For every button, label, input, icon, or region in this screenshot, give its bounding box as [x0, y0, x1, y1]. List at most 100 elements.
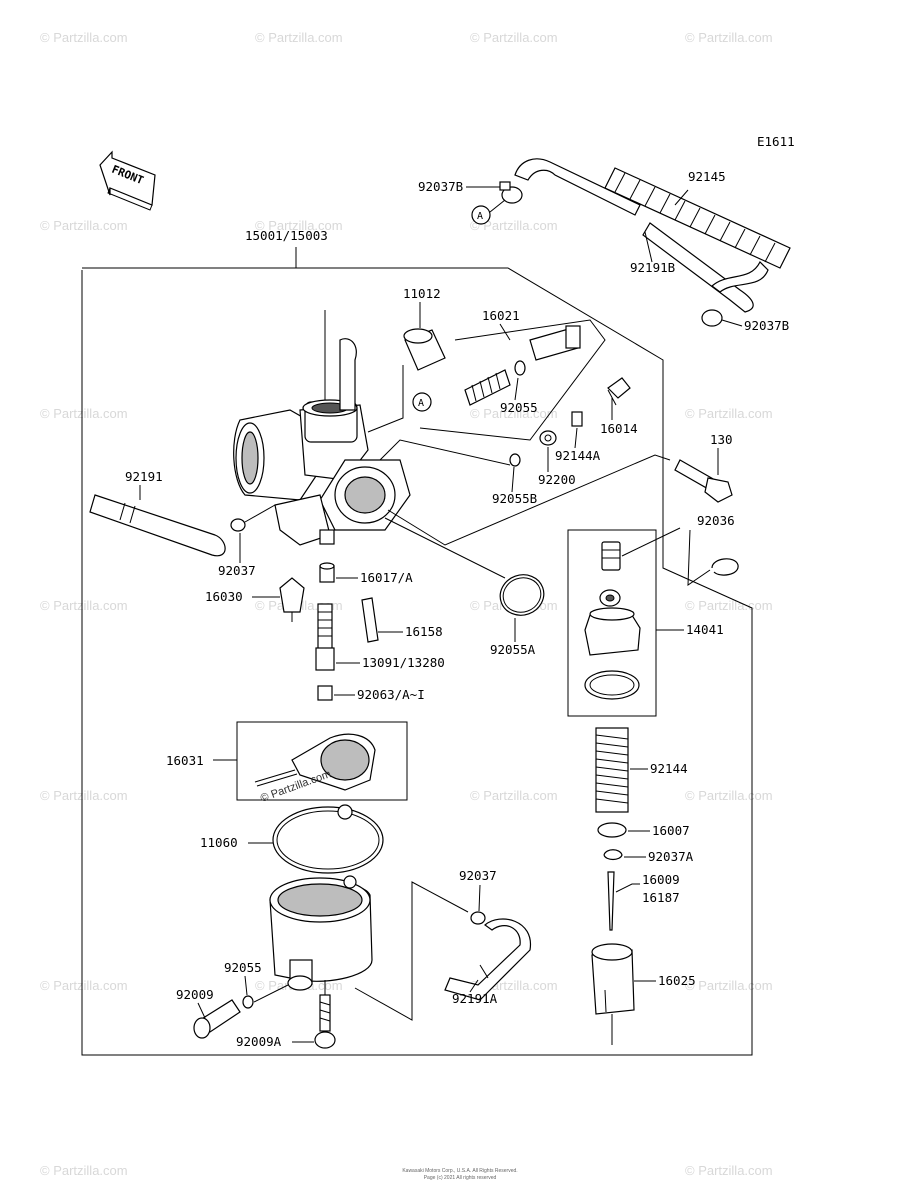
jet-needle-16009-icon: [607, 871, 615, 931]
watermark: © Partzilla.com: [470, 406, 558, 421]
part-label-92009: 92009: [176, 987, 214, 1002]
part-label-11012: 11012: [403, 286, 441, 301]
part-label-92144: 92144: [650, 761, 688, 776]
o-ring-92055-bottom-icon: [242, 995, 254, 1009]
float-valve-16030-icon: [279, 577, 305, 622]
watermark: © Partzilla.com: [685, 788, 773, 803]
clamp-92037-left-icon: [230, 518, 246, 532]
float-bowl: [269, 875, 373, 991]
part-label-92055B: 92055B: [492, 491, 537, 506]
watermark: © Partzilla.com: [685, 978, 773, 993]
part-label-92009A: 92009A: [236, 1034, 282, 1049]
front-arrow-icon: FRONT: [99, 150, 156, 211]
watermark: © Partzilla.com: [40, 218, 128, 233]
part-label-11060: 11060: [200, 835, 238, 850]
watermark: © Partzilla.com: [470, 30, 558, 45]
watermark: © Partzilla.com: [40, 30, 128, 45]
clamp-92037B-bottom-icon: [701, 309, 723, 327]
watermark: © Partzilla.com: [40, 788, 128, 803]
assembly-frame: [81, 247, 753, 1056]
part-label-92037A: 92037A: [648, 849, 694, 864]
svg-text:A: A: [477, 211, 483, 222]
part-label-16009: 16009: [642, 872, 680, 887]
watermarks: © Partzilla.com © Partzilla.com © Partzi…: [40, 30, 773, 1178]
watermark: © Partzilla.com: [255, 218, 343, 233]
spring-92144-icon: [595, 727, 629, 813]
watermark: © Partzilla.com: [40, 978, 128, 993]
callout-a-top: A: [471, 199, 506, 225]
jet-16017-icon: [319, 562, 335, 583]
part-label-92036: 92036: [697, 513, 735, 528]
part-label-16025: 16025: [658, 973, 696, 988]
clip-92037A-icon: [603, 849, 623, 861]
carburetor-body: [233, 310, 411, 546]
part-label-92037B_bottom: 92037B: [744, 318, 789, 333]
svg-text:A: A: [418, 398, 424, 409]
circlip-92036-icon: [711, 558, 739, 576]
part-label-92055A: 92055A: [490, 642, 536, 657]
needle-jet-16158-icon: [361, 597, 379, 643]
screw-16014-icon: [607, 377, 631, 406]
washer-92200-icon: [539, 430, 557, 446]
part-label-92063: 92063/A~I: [357, 687, 425, 702]
spring-92144A-icon: [571, 411, 583, 427]
clamp-92037-bottom-icon: [470, 911, 486, 925]
watermark: © Partzilla.com: [685, 30, 773, 45]
part-label-14041: 14041: [686, 622, 724, 637]
float-group: © Partzilla.com: [236, 721, 408, 805]
hose-92191A: [444, 918, 531, 1001]
part-label-92055_bottom: 92055: [224, 960, 262, 975]
spring-hose-92145: [604, 167, 791, 269]
part-label-16158: 16158: [405, 624, 443, 639]
part-label-92037B_top: 92037B: [418, 179, 463, 194]
o-ring-92055B-icon: [509, 453, 521, 467]
part-label-16007: 16007: [652, 823, 690, 838]
throttle-valve-16025-icon: [591, 943, 635, 1045]
part-label-15001: 15001/15003: [245, 228, 328, 243]
part-label-130: 130: [710, 432, 733, 447]
part-label-16031: 16031: [166, 753, 204, 768]
part-label-92191B: 92191B: [630, 260, 675, 275]
watermark: © Partzilla.com: [685, 406, 773, 421]
drain-screw-92009-icon: [193, 999, 241, 1039]
pilot-screw-group: [419, 319, 606, 441]
watermark: © Partzilla.com: [40, 406, 128, 421]
bolt-130-icon: [674, 459, 733, 503]
watermark: © Partzilla.com: [685, 598, 773, 613]
watermark: © Partzilla.com: [255, 30, 343, 45]
callout-a-body: A: [412, 392, 432, 412]
part-label-16017: 16017/A: [360, 570, 413, 585]
hose-92191-left: [89, 494, 226, 557]
gasket-11060-icon: [272, 804, 384, 874]
part-label-92191A: 92191A: [452, 991, 498, 1006]
part-label-92055_top: 92055: [500, 400, 538, 415]
clamp-92037B-top-icon: [499, 181, 523, 204]
part-label-13091: 13091/13280: [362, 655, 445, 670]
part-label-92037_left: 92037: [218, 563, 256, 578]
watermark: © Partzilla.com: [470, 788, 558, 803]
screw-92009A-icon: [314, 994, 336, 1049]
watermark: © Partzilla.com: [40, 1163, 128, 1178]
part-label-92200: 92200: [538, 472, 576, 487]
watermark: © Partzilla.com: [470, 218, 558, 233]
part-label-16030: 16030: [205, 589, 243, 604]
diagram-code: E1611: [757, 134, 795, 149]
part-label-16014: 16014: [600, 421, 638, 436]
watermark: © Partzilla.com: [259, 768, 333, 805]
o-ring-92055A-icon: [499, 574, 545, 616]
part-label-92037_bottom: 92037: [459, 868, 497, 883]
main-jet-13091-icon: [315, 603, 335, 671]
part-label-16021: 16021: [482, 308, 520, 323]
part-label-92145: 92145: [688, 169, 726, 184]
sleeve-11012: [403, 328, 446, 371]
part-label-92144A: 92144A: [555, 448, 601, 463]
screw-92063-icon: [317, 685, 333, 701]
hose-92191B: [514, 158, 769, 313]
watermark: © Partzilla.com: [685, 1163, 773, 1178]
throttle-cap-group: [567, 529, 657, 717]
part-label-92191_left: 92191: [125, 469, 163, 484]
seat-16007-icon: [597, 822, 627, 838]
watermark: © Partzilla.com: [40, 598, 128, 613]
part-label-16187: 16187: [642, 890, 680, 905]
